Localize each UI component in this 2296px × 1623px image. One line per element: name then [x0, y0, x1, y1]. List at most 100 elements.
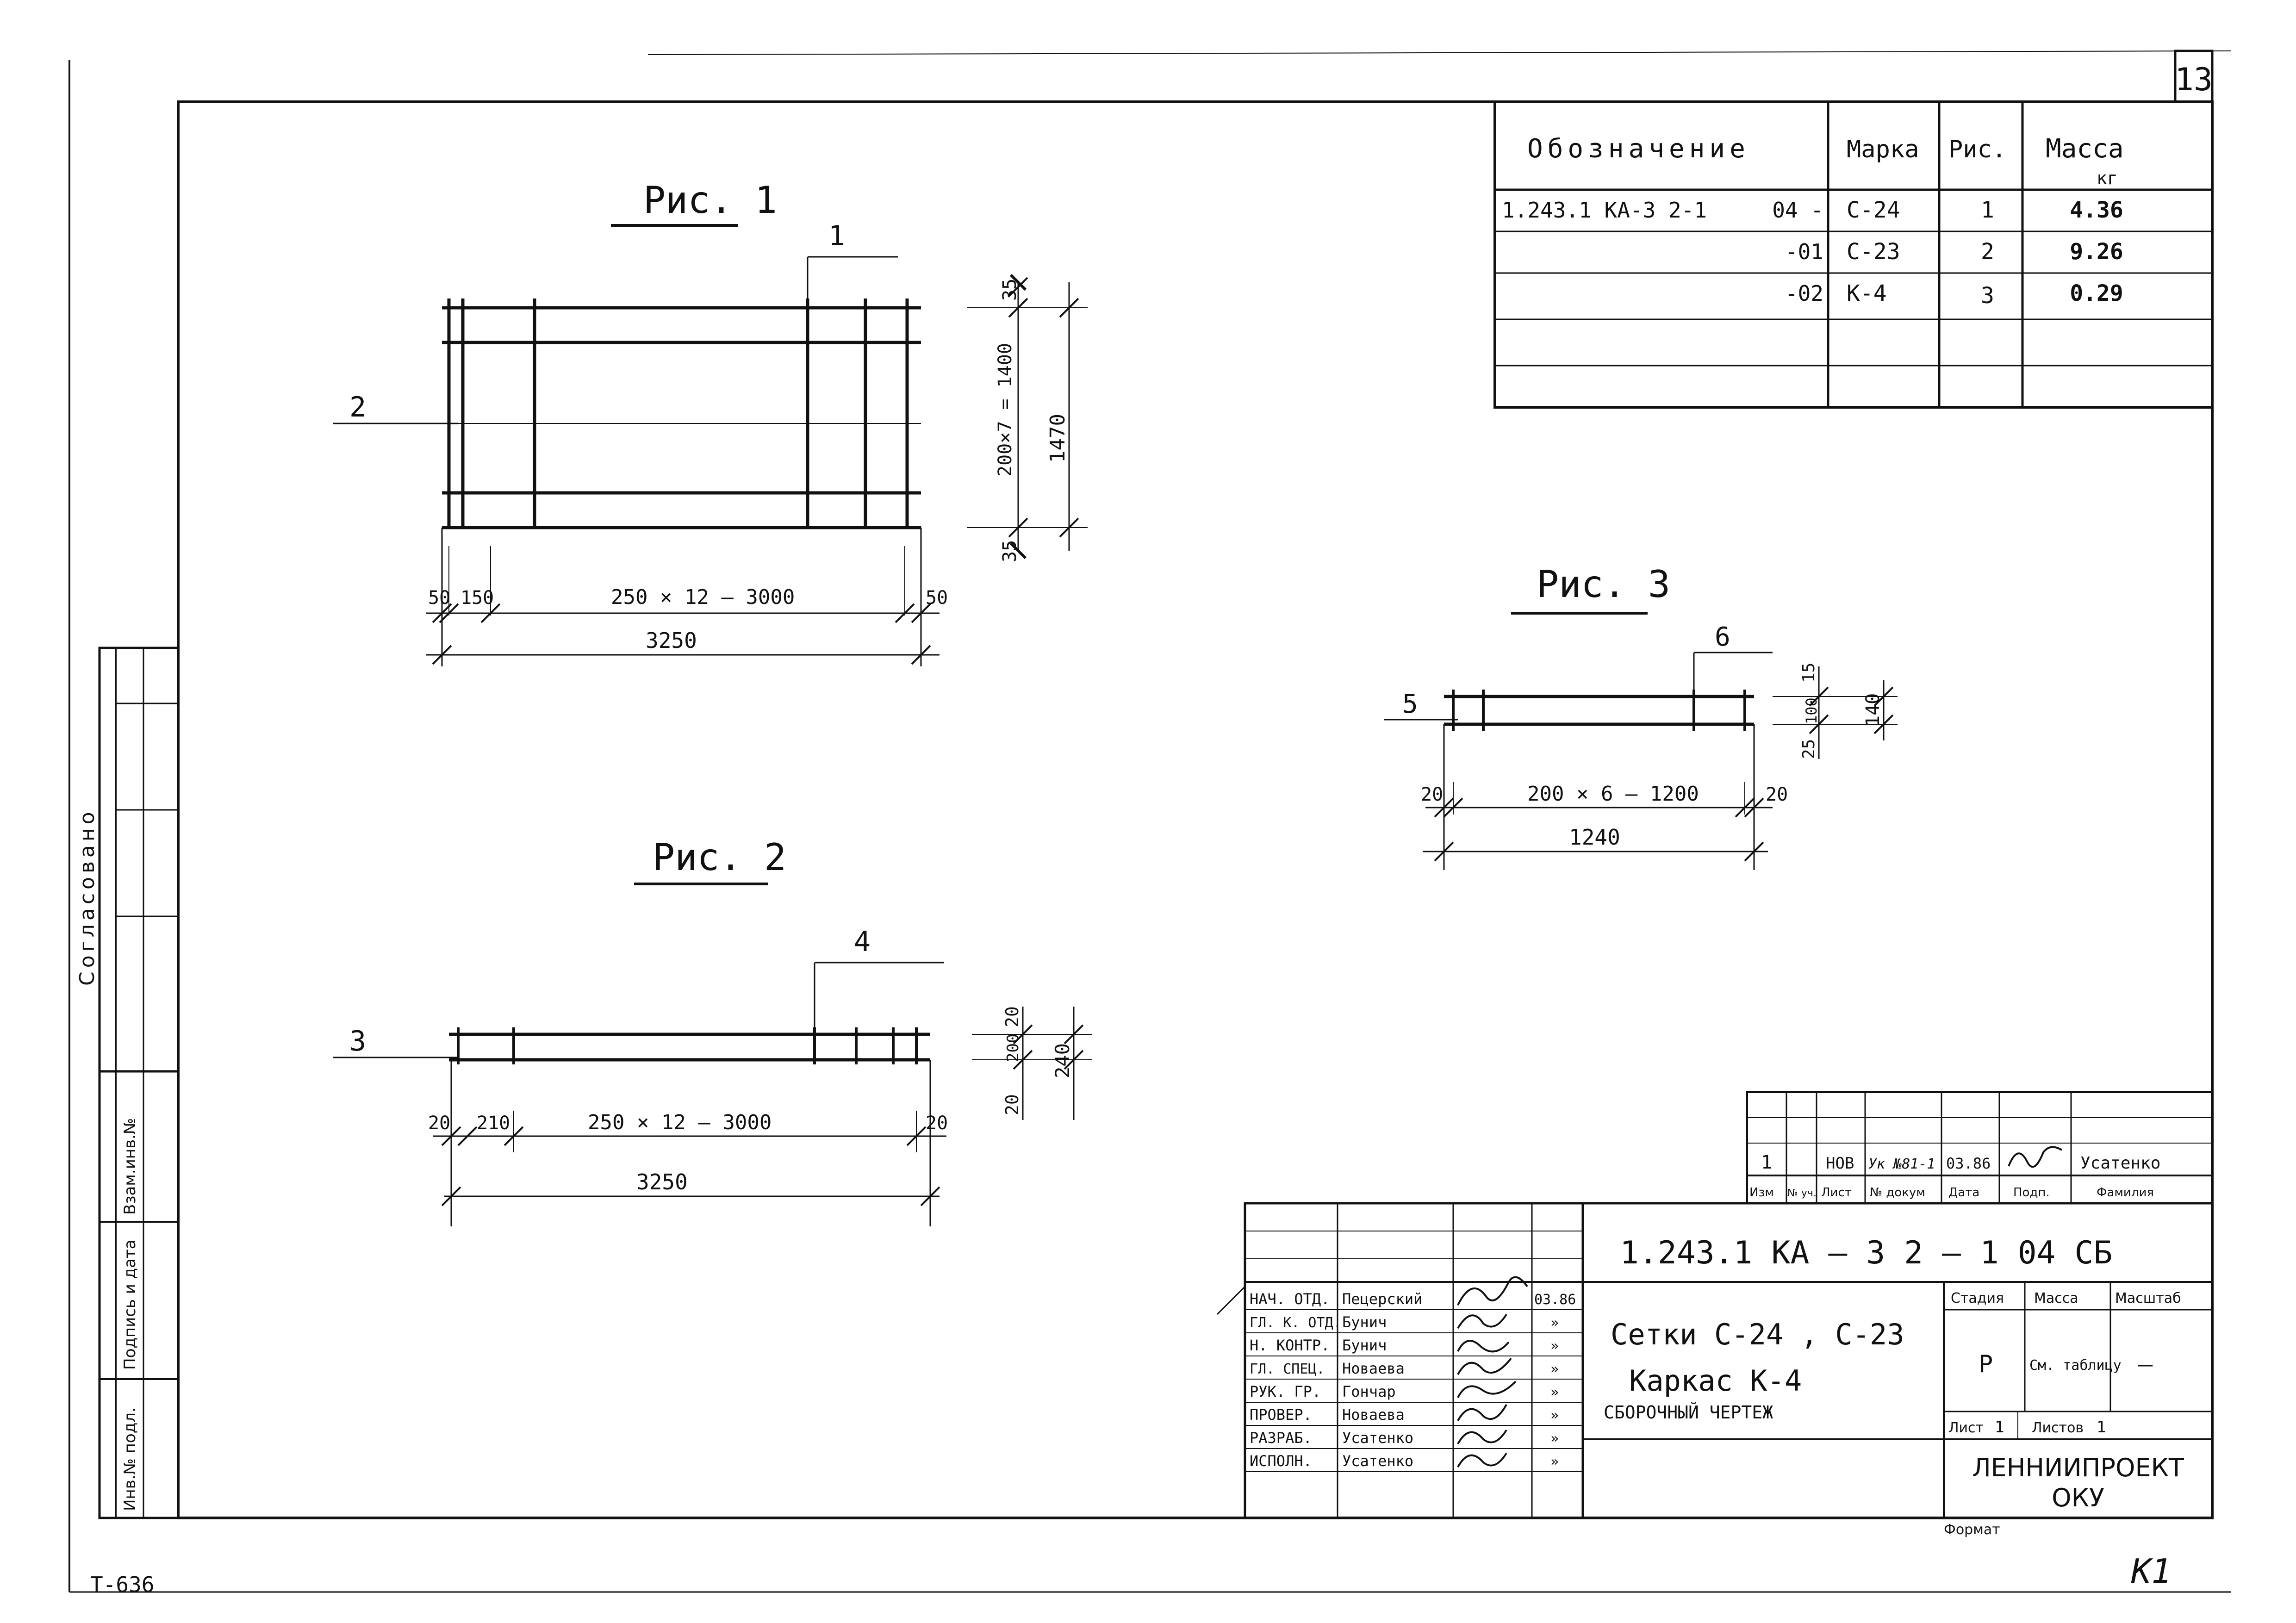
stamp-signatures — [1457, 1276, 1528, 1468]
fig2-dim-bot: 20 — [1002, 1094, 1022, 1115]
fig1-vdim — [967, 274, 1088, 560]
spec-head-mark: Марка — [1847, 136, 1919, 163]
stamp-name-1: Пецерский — [1342, 1290, 1422, 1308]
stamp-stage-h: Стадия — [1951, 1290, 2004, 1306]
fig1-mesh — [442, 298, 921, 529]
spec-row-1-mark: С-24 — [1847, 197, 1900, 223]
fig3-dim-bot: 25 — [1799, 739, 1818, 759]
fig3-dim-top: 15 — [1799, 663, 1818, 683]
spec-row-3-fig: 3 — [1981, 283, 1994, 309]
rev-date: 03.86 — [1946, 1155, 1991, 1172]
fig3-pos-6: 6 — [1715, 622, 1730, 652]
stamp-scale-h: Масштаб — [2115, 1290, 2181, 1306]
fig2-dim-top: 20 — [1002, 1006, 1022, 1027]
stamp-mass: См. таблицу — [2029, 1357, 2122, 1374]
title-block — [1216, 1202, 2214, 1519]
side-stamp — [98, 647, 180, 1519]
stamp-mass-h: Масса — [2034, 1290, 2078, 1306]
fig3-vdim — [1773, 666, 1898, 759]
spec-row-3-mass: 0.29 — [2070, 280, 2123, 306]
fig1-dim-mid: 200×7 = 1400 — [995, 343, 1016, 477]
rev-name: Усатенко — [2080, 1154, 2160, 1173]
spec-row-1-designation: 1.243.1 КА-3 2-1 — [1502, 198, 1707, 223]
stamp-role-6: ПРОВЕР. — [1250, 1406, 1312, 1424]
stamp-name-7: Усатенко — [1342, 1429, 1413, 1447]
fig3-title: Рис. 3 — [1537, 563, 1670, 606]
stamp-role-5: РУК. ГР. — [1250, 1383, 1321, 1400]
stamp-sheets-val: 1 — [2097, 1418, 2106, 1436]
spec-row-2-mass: 9.26 — [2070, 239, 2123, 265]
fig1-pos-2: 2 — [349, 391, 366, 423]
stamp-role-8: ИСПОЛН. — [1250, 1452, 1312, 1470]
spec-head-mass: Масса — [2046, 134, 2124, 164]
side-agreed: Согласовано — [75, 808, 99, 986]
fig2-dim-main: 250 × 12 — 3000 — [588, 1111, 772, 1134]
fig2-mesh — [449, 1027, 930, 1064]
stamp-name-2: Бунич — [1342, 1313, 1387, 1331]
fig3-dim-total: 140 — [1862, 693, 1884, 727]
fig2-dim-total: 240 — [1051, 1043, 1074, 1078]
fig2-dim-overall: 3250 — [636, 1169, 688, 1194]
fig2-pos-4: 4 — [854, 926, 871, 958]
rev-h-doc: № докум — [1870, 1186, 1925, 1200]
fig1-dim-main: 250 × 12 — 3000 — [611, 585, 795, 609]
rev-signature — [2008, 1146, 2063, 1168]
rev-h-izm: Изм — [1749, 1186, 1774, 1200]
stamp-date-5: » — [1550, 1384, 1559, 1400]
side-inv-podl: Инв.№ подл. — [121, 1407, 139, 1511]
spec-row-1-mass: 4.36 — [2070, 197, 2123, 223]
stamp-name-4: Новаева — [1342, 1360, 1405, 1377]
revision-table — [1746, 1091, 2213, 1204]
spec-head-fig: Рис. — [1948, 136, 2006, 163]
fig3-dim-r: 20 — [1766, 784, 1788, 805]
fig2-dim-l1: 20 — [428, 1113, 450, 1134]
stamp-role-2: ГЛ. К. ОТД. — [1250, 1315, 1342, 1331]
stamp-name-5: Гончар — [1342, 1383, 1396, 1400]
rev-doc: Ук №81-1 — [1868, 1156, 1935, 1172]
stamp-date-6: » — [1550, 1407, 1559, 1424]
stamp-format: Формат — [1944, 1522, 2000, 1538]
stamp-role-4: ГЛ. СПЕЦ. — [1250, 1361, 1325, 1377]
fig3-dim-mid: 100 — [1803, 697, 1820, 724]
stamp-date-4: » — [1550, 1361, 1559, 1377]
fig3-dim-main: 200 × 6 — 1200 — [1527, 782, 1699, 806]
stamp-name-6: Новаева — [1342, 1406, 1405, 1424]
rev-h-name: Фамилия — [2097, 1186, 2154, 1200]
stamp-title-3: СБОРОЧНЫЙ ЧЕРТЕЖ — [1604, 1402, 1773, 1423]
fig1-dim-l1: 50 — [428, 587, 450, 609]
spec-row-1-fig: 1 — [1981, 197, 1994, 223]
spec-row-2-suffix: -01 — [1785, 239, 1823, 264]
stamp-code: 1.243.1 КА — 3 2 — 1 04 СБ — [1620, 1235, 2112, 1271]
stamp-date-8: » — [1550, 1454, 1559, 1470]
fig1-dim-top: 35 — [999, 279, 1020, 301]
stamp-title-1: Сетки С-24 , С-23 — [1611, 1318, 1904, 1351]
sheet-number: 13 — [2175, 62, 2213, 98]
rev-h-list: Лист — [1821, 1186, 1852, 1200]
fig1-dim-overall: 3250 — [646, 628, 697, 653]
stamp-org-1: ЛЕННИИПРОЕКТ — [1972, 1453, 2184, 1482]
rev-h-sign: Подп. — [2013, 1186, 2050, 1200]
fig3-dim-l: 20 — [1421, 784, 1443, 805]
spec-row-2-fig: 2 — [1981, 239, 1994, 265]
spec-table — [1493, 100, 2214, 409]
fig2-dim-mid: 200 — [1004, 1034, 1022, 1062]
spec-row-3-suffix: -02 — [1785, 281, 1823, 306]
fig1-pos-1: 1 — [828, 220, 845, 252]
fig3-pos-5: 5 — [1402, 689, 1418, 719]
stamp-sheet-val: 1 — [1995, 1418, 2004, 1436]
corner-mark: К1 — [2131, 1552, 2172, 1591]
side-sign-date: Подпись и дата — [121, 1239, 139, 1370]
fig2-hdim — [433, 1060, 946, 1226]
fig3-hdim — [1423, 724, 1773, 870]
stamp-date-2: » — [1550, 1315, 1559, 1331]
rev-izm: 1 — [1761, 1152, 1772, 1173]
spec-head-mass-unit: кг — [2097, 168, 2118, 188]
stamp-sheet-lbl: Лист — [1948, 1420, 1984, 1436]
stamp-scale: — — [2138, 1350, 2153, 1378]
sheet-frame — [68, 50, 2231, 1593]
spec-head-designation: Обозначение — [1527, 134, 1750, 164]
spec-row-1-suffix: 04 - — [1772, 198, 1823, 223]
stamp-date-3: » — [1550, 1338, 1559, 1354]
rev-h-uch: № уч. — [1787, 1188, 1817, 1199]
stamp-stage: Р — [1979, 1350, 1993, 1378]
